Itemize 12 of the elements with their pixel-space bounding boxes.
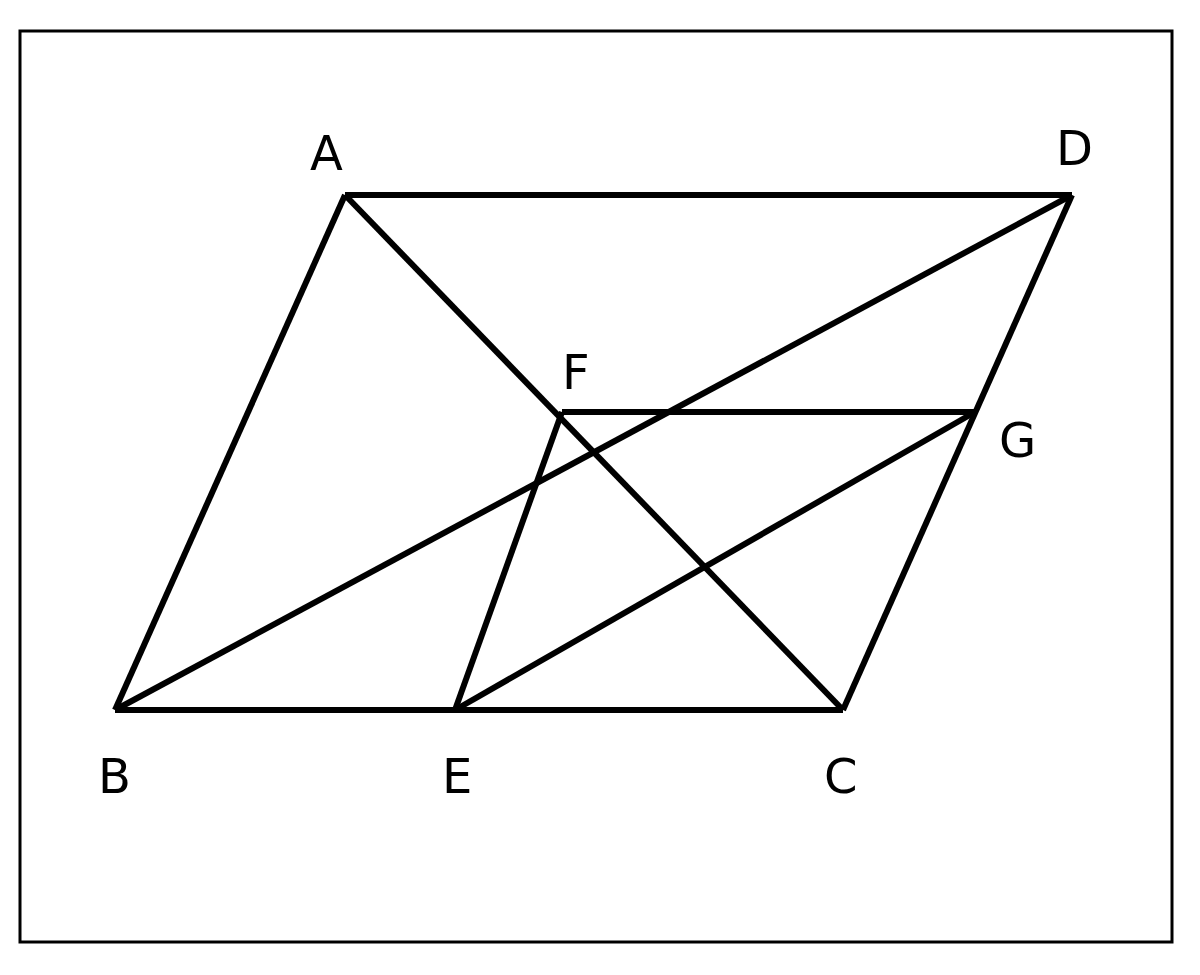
point-label: B bbox=[98, 752, 131, 800]
point-label: E bbox=[442, 752, 473, 800]
line-segment bbox=[562, 409, 975, 415]
point-label: A bbox=[310, 129, 343, 177]
line-segment bbox=[840, 193, 1075, 712]
point-label: D bbox=[1056, 124, 1093, 172]
point-label: F bbox=[562, 348, 590, 396]
line-segment bbox=[115, 707, 843, 713]
line-segment bbox=[345, 192, 1072, 198]
line-segment bbox=[112, 193, 348, 712]
point-label: G bbox=[999, 416, 1037, 464]
point-label: C bbox=[824, 752, 858, 800]
